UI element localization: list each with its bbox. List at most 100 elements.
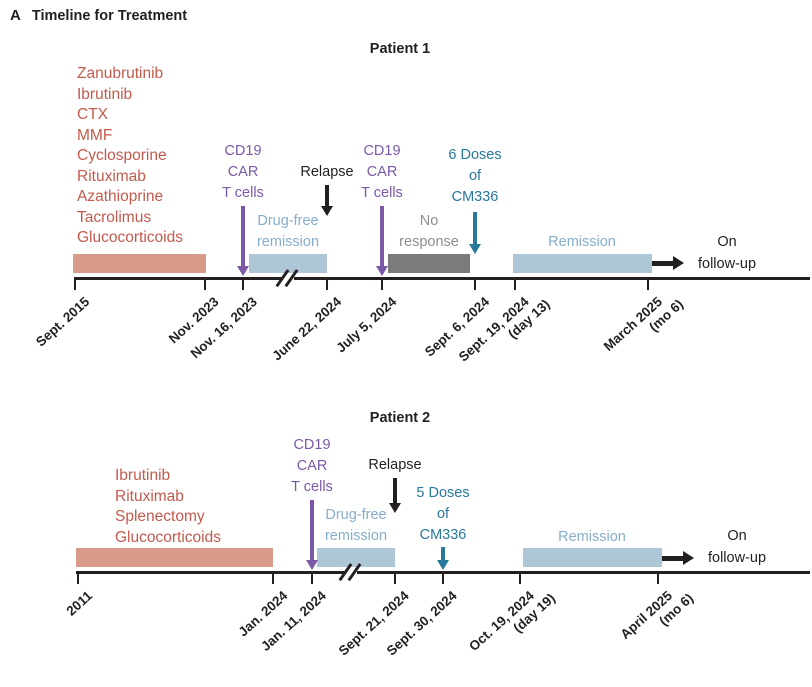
relapse-label-line: Relapse (300, 164, 354, 180)
drug-name: CTX (77, 106, 108, 123)
cm336-arrowhead-icon (437, 560, 449, 570)
axis-tick (441, 571, 445, 584)
timeline-break-gap (281, 276, 294, 281)
car-t-first-label-line: CD19 (224, 143, 262, 159)
drug-name: MMF (77, 126, 113, 144)
drug-name: Tacrolimus (77, 208, 152, 226)
no-response-label: No response (359, 211, 499, 253)
axis-tick (393, 571, 397, 584)
follow-up-label-line: follow-up (697, 255, 757, 272)
drug-free-remission-label: Drug-free remission (286, 505, 426, 547)
axis-tick (518, 571, 522, 584)
follow-up-label: On follow-up (667, 232, 787, 275)
drug-name: Ibrutinib (115, 467, 171, 484)
car-t-second-arrowhead-icon (376, 266, 388, 276)
car-t-first-label-line: CAR (227, 164, 259, 180)
cm336-label-line: of (436, 506, 450, 522)
remission-bar (513, 254, 652, 273)
cm336-label-line: 5 Doses (416, 485, 470, 501)
axis-tick (271, 571, 275, 584)
car-t-label-line: CAR (296, 458, 328, 474)
relapse-label-line: Relapse (368, 457, 422, 473)
timeline-axis (74, 277, 810, 280)
prior-treatment-bar (73, 254, 206, 273)
follow-up-arrowhead-icon (683, 551, 694, 565)
axis-tick (310, 571, 314, 584)
car-t-first-arrowhead-icon (237, 266, 249, 276)
remission-label: Remission (512, 232, 652, 253)
car-t-label-line: T cells (291, 479, 333, 495)
axis-tick (203, 277, 207, 290)
relapse-label: Relapse (257, 162, 397, 183)
cm336-label-line: of (468, 168, 482, 184)
follow-up-arrowhead-icon (673, 256, 684, 270)
follow-up-arrow-icon (652, 260, 674, 266)
figure-title: Timeline for Treatment (31, 8, 188, 24)
figure-header: A Timeline for Treatment (10, 7, 187, 24)
relapse-arrowhead-icon (321, 206, 333, 216)
date-label-line: 2011 (63, 588, 96, 619)
follow-up-label-line: On (727, 528, 747, 544)
no-response-bar (388, 254, 470, 273)
date-label: 2011 (63, 588, 95, 619)
relapse-arrowhead-icon (389, 503, 401, 513)
car-t-second-label-line: CAR (366, 164, 398, 180)
cm336-arrow-icon (441, 547, 445, 561)
drug-name: Glucocorticoids (77, 229, 183, 246)
drug-name: Splenectomy (115, 508, 205, 525)
car-t-second-label-line: CD19 (363, 143, 401, 159)
axis-tick (241, 277, 245, 290)
axis-tick (646, 277, 650, 290)
prior-treatment-bar (76, 548, 273, 567)
cm336-label-line: 6 Doses (448, 147, 502, 163)
drug-free-remission-label-line: remission (256, 234, 320, 250)
remission-label-line: Remission (548, 234, 616, 250)
patient-title: Patient 2 (369, 410, 431, 426)
follow-up-label-line: On (717, 234, 737, 250)
no-response-label-line: response (399, 234, 459, 250)
drug-name: Glucocorticoids (115, 528, 221, 546)
no-response-label-line: No (419, 213, 439, 229)
cm336-label-line: CM336 (451, 189, 499, 205)
car-t-first-label-line: T cells (222, 185, 264, 201)
relapse-label: Relapse (325, 455, 465, 476)
drug-free-remission-label-line: Drug-free (325, 507, 387, 523)
drug-name: Rituximab (115, 487, 184, 505)
date-label: Oct. 19, 2024(day 19) (466, 588, 558, 667)
remission-label: Remission (522, 527, 662, 548)
drug-name: Cyclosporine (77, 147, 167, 164)
axis-tick (473, 277, 477, 290)
follow-up-arrow-icon (662, 555, 684, 561)
patient-title: Patient 1 (369, 41, 431, 57)
follow-up-label-line: follow-up (707, 549, 767, 566)
relapse-arrow-icon (325, 185, 329, 207)
relapse-arrow-icon (393, 478, 397, 504)
axis-tick (380, 277, 384, 290)
car-t-second-arrow-icon (379, 206, 385, 267)
axis-tick (656, 571, 660, 584)
drug-free-remission-label-line: remission (324, 528, 388, 544)
panel-label: A (10, 7, 21, 24)
car-t-label-line: CD19 (293, 437, 331, 453)
axis-tick (73, 277, 77, 290)
axis-tick (76, 571, 80, 584)
cm336-arrow-icon (473, 212, 477, 245)
drug-name: Zanubrutinib (77, 65, 164, 82)
car-t-arrow-icon (309, 500, 315, 561)
car-t-second-label-line: T cells (361, 185, 403, 201)
remission-label-line: Remission (558, 529, 626, 545)
car-t-first-arrow-icon (240, 206, 246, 267)
follow-up-label: On follow-up (677, 526, 797, 569)
drug-name: Azathioprine (77, 188, 164, 205)
